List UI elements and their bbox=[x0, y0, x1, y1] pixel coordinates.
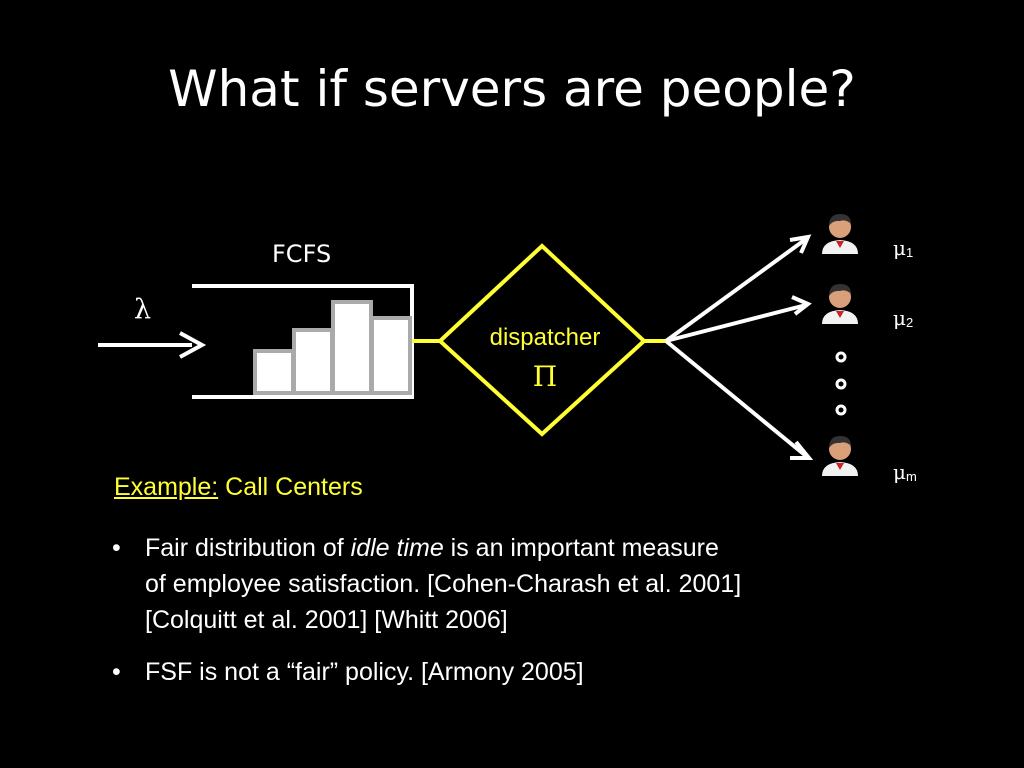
bullet-line: of employee satisfaction. [Cohen-Charash… bbox=[145, 570, 742, 598]
job-block bbox=[292, 328, 334, 395]
server-rate-1: μ1 bbox=[893, 236, 914, 260]
dispatcher-diamond bbox=[437, 243, 647, 437]
person-icon bbox=[822, 436, 858, 476]
slide-title: What if servers are people? bbox=[168, 60, 856, 118]
bullet-list: • Fair distribution of idle time is an i… bbox=[112, 530, 912, 706]
example-label: Example: bbox=[114, 473, 219, 501]
dispatcher-label: dispatcher bbox=[489, 324, 601, 351]
bullet-dot-icon: • bbox=[112, 658, 121, 686]
queue-discipline-label: FCFS bbox=[272, 240, 332, 268]
arrival-rate-label: λ bbox=[134, 294, 152, 325]
server-rate-2: μ2 bbox=[893, 306, 914, 330]
bullet-item: • Fair distribution of idle time is an i… bbox=[112, 530, 912, 638]
bullet-line: [Colquitt et al. 2001] [Whitt 2006] bbox=[145, 606, 508, 634]
job-block bbox=[253, 349, 295, 395]
bullet-line: Fair distribution of idle time is an imp… bbox=[145, 534, 719, 562]
bullet-item: • FSF is not a “fair” policy. [Armony 20… bbox=[112, 654, 912, 690]
queue-jobs bbox=[253, 300, 412, 395]
bullet-dot-icon: • bbox=[112, 534, 121, 562]
arrival-arrow bbox=[98, 331, 207, 359]
policy-symbol: Π bbox=[532, 360, 558, 393]
server-rate-m: μm bbox=[893, 460, 917, 484]
routing-arrows bbox=[664, 234, 814, 460]
vertical-ellipsis-icon bbox=[835, 351, 847, 416]
person-icon bbox=[822, 214, 858, 254]
example-heading: Example: Call Centers bbox=[114, 473, 363, 502]
example-text: Call Centers bbox=[218, 473, 363, 501]
person-icon bbox=[822, 284, 858, 324]
job-block bbox=[331, 300, 373, 395]
bullet-line: FSF is not a “fair” policy. [Armony 2005… bbox=[145, 658, 584, 686]
job-block bbox=[370, 316, 412, 395]
